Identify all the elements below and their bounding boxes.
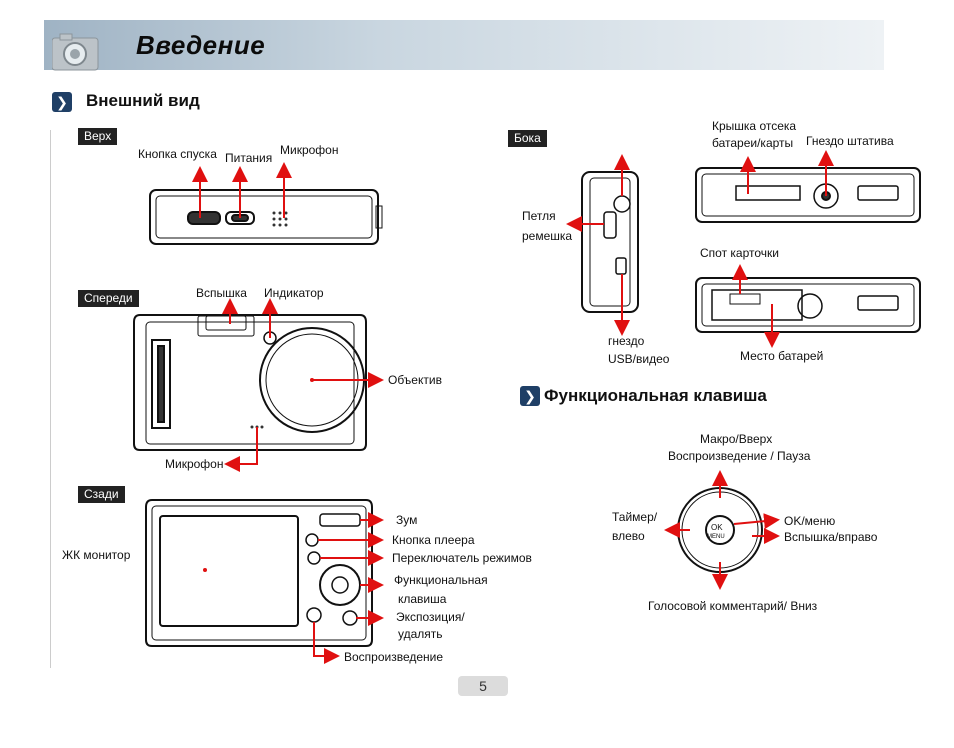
label-player-button: Кнопка плеера xyxy=(392,533,475,547)
label-battery-cover-1: Крышка отсека xyxy=(712,119,797,133)
label-function-key-1: Функциональная xyxy=(394,573,488,587)
label-timer-1: Таймер/ xyxy=(612,510,658,524)
svg-text:OK: OK xyxy=(711,523,723,532)
label-indicator: Индикатор xyxy=(264,286,324,300)
tag-front: Спереди xyxy=(78,290,139,307)
label-macro-2: Воспроизведение / Пауза xyxy=(668,449,811,463)
svg-text:MENU: MENU xyxy=(707,534,725,540)
label-timer-2: влево xyxy=(612,529,645,543)
camera-side-view xyxy=(581,171,639,313)
label-battery-place: Место батарей xyxy=(740,349,824,363)
camera-bottom-open-view xyxy=(695,277,921,333)
chevron-right-icon: ❯ xyxy=(520,386,540,406)
divider xyxy=(50,130,51,668)
label-card-slot: Спот карточки xyxy=(700,246,779,260)
label-mode-switch: Переключатель режимов xyxy=(392,551,532,565)
section-title-function-key: Функциональная клавиша xyxy=(544,386,767,405)
label-flash: Вспышка xyxy=(196,286,247,300)
page-title: Введение xyxy=(136,30,266,60)
tag-back: Сзади xyxy=(78,486,125,503)
label-flash-right: Вспышка/вправо xyxy=(784,530,878,544)
label-strap-2: ремешка xyxy=(522,229,573,243)
page-number: 5 xyxy=(458,676,508,696)
label-voice-down: Голосовой комментарий/ Вниз xyxy=(648,599,818,613)
chevron-right-icon: ❯ xyxy=(52,92,72,112)
label-zoom: Зум xyxy=(396,513,418,527)
label-ok-menu: OK/меню xyxy=(784,514,836,528)
label-usb-1: гнездо xyxy=(608,334,645,348)
label-battery-cover-2: батареи/карты xyxy=(712,136,794,150)
section-title-appearance: Внешний вид xyxy=(86,91,200,110)
label-shutter: Кнопка спуска xyxy=(138,147,217,161)
camera-back-view xyxy=(145,499,373,647)
label-tripod: Гнездо штатива xyxy=(806,134,894,148)
label-microphone-top: Микрофон xyxy=(280,143,339,157)
camera-front-view xyxy=(133,314,367,451)
tag-top: Верх xyxy=(78,128,118,145)
camera-top-view xyxy=(149,189,383,245)
camera-icon xyxy=(52,32,102,72)
camera-bottom-view xyxy=(695,167,921,223)
label-strap-1: Петля xyxy=(522,209,556,223)
tag-side: Бока xyxy=(508,130,547,147)
header-bar xyxy=(44,20,884,70)
label-playback: Воспроизведение xyxy=(344,650,444,664)
label-power: Питания xyxy=(225,151,273,165)
label-lens: Объектив xyxy=(388,373,442,387)
label-macro-1: Макро/Вверх xyxy=(700,432,773,446)
label-exposure-1: Экспозиция/ xyxy=(396,610,465,624)
label-usb-2: USB/видео xyxy=(608,352,670,366)
label-lcd: ЖК монитор xyxy=(62,548,131,562)
label-function-key-2: клавиша xyxy=(398,592,447,606)
label-exposure-2: удалять xyxy=(398,627,443,641)
label-microphone-front: Микрофон xyxy=(165,457,224,471)
